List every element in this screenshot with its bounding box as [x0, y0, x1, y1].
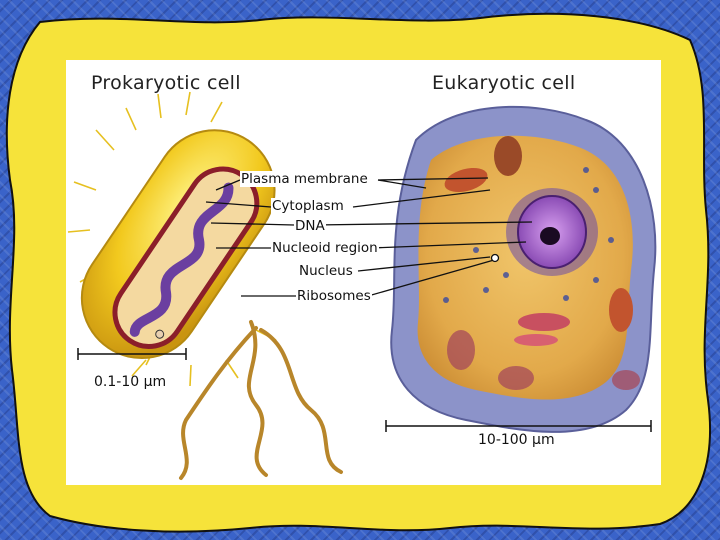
scale-bars — [77, 348, 652, 432]
label-cytoplasm: Cytoplasm — [271, 198, 345, 214]
prokaryotic-title: Prokaryotic cell — [91, 72, 241, 94]
label-nucleus: Nucleus — [298, 263, 354, 279]
label-plasma-membrane: Plasma membrane — [240, 171, 369, 187]
label-nucleoid-region: Nucleoid region — [271, 240, 379, 256]
eukaryotic-title: Eukaryotic cell — [432, 72, 576, 94]
eukaryote-scale-label: 10-100 µm — [478, 432, 555, 448]
cells-illustration — [67, 91, 657, 480]
flagellum — [179, 320, 343, 480]
label-dna: DNA — [294, 218, 326, 234]
figure-panel: Prokaryotic cell Eukaryotic cell — [66, 60, 661, 485]
prokaryote-scale-label: 0.1-10 µm — [94, 374, 167, 390]
label-ribosomes: Ribosomes — [296, 288, 372, 304]
leader-lines — [205, 177, 533, 297]
prokaryotic-cell — [80, 129, 276, 360]
eukaryotic-cell — [390, 105, 657, 433]
dna-strand — [129, 182, 234, 337]
